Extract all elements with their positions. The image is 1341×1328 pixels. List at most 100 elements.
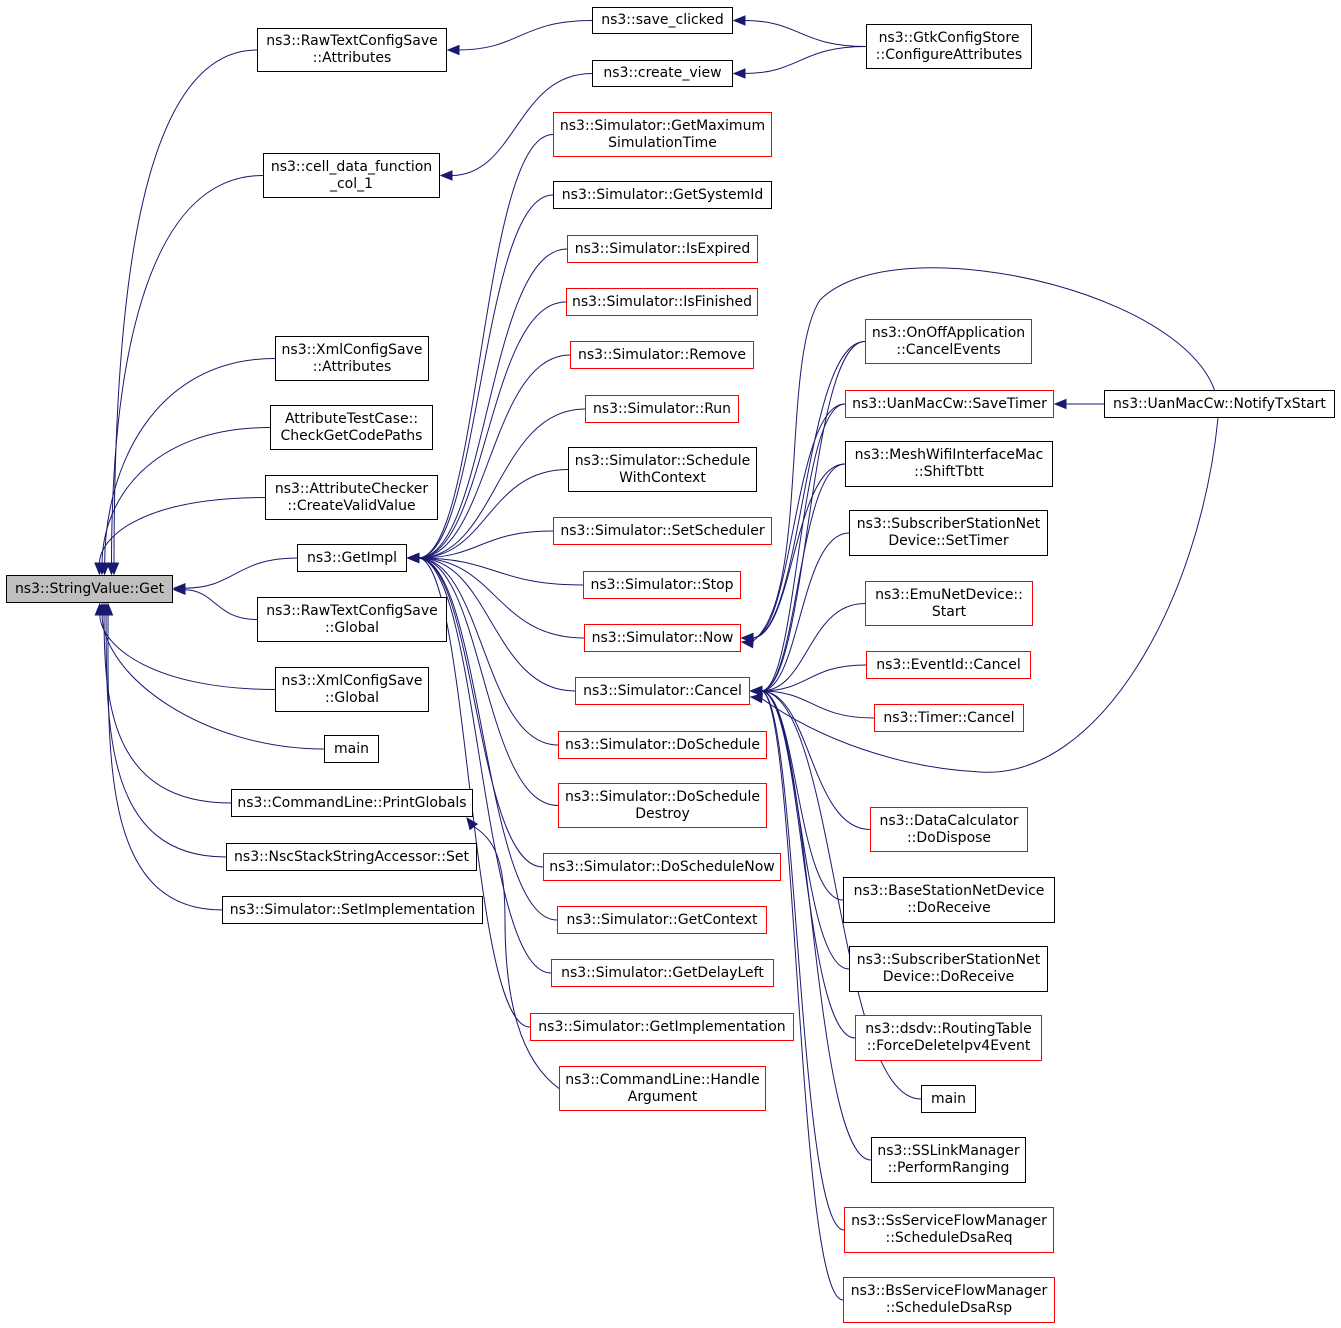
node-now[interactable]: ns3::Simulator::Now: [584, 624, 741, 652]
node-label-line: ns3::SSLinkManager: [877, 1143, 1020, 1159]
node-setimpl[interactable]: ns3::Simulator::SetImplementation: [222, 896, 483, 924]
node-create-view[interactable]: ns3::create_view: [592, 60, 733, 87]
edge-uannotify-to-cancel: [749, 417, 1219, 773]
node-dsdv[interactable]: ns3::dsdv::RoutingTable::ForceDeleteIpv4…: [855, 1015, 1042, 1061]
node-label-line: ns3::OnOffApplication: [871, 324, 1026, 341]
node-label-line: ns3::Timer::Cancel: [883, 709, 1015, 726]
node-label-line: ::ForceDeleteIpv4Event: [866, 1038, 1031, 1054]
node-stop[interactable]: ns3::Simulator::Stop: [583, 571, 741, 599]
node-attr-test[interactable]: AttributeTestCase::CheckGetCodePaths: [270, 405, 433, 450]
node-onoff[interactable]: ns3::OnOffApplication::CancelEvents: [865, 319, 1032, 364]
node-label-line: ns3::GtkConfigStore: [878, 29, 1020, 46]
node-label-line: ::CreateValidValue: [287, 497, 416, 514]
edge-uannotify-to-uansave: [1053, 398, 1105, 410]
node-label-line: ns3::Simulator::DoScheduleNow: [549, 858, 775, 875]
node-label-line: ns3::BsServiceFlowManager: [850, 1283, 1048, 1299]
node-xml-attr[interactable]: ns3::XmlConfigSave::Attributes: [275, 336, 429, 381]
node-main2[interactable]: main: [921, 1085, 976, 1113]
node-dosched[interactable]: ns3::Simulator::DoSchedule: [558, 731, 767, 759]
edge-uannotify-to-now: [740, 267, 1219, 649]
node-ssflow[interactable]: ns3::SsServiceFlowManager::ScheduleDsaRe…: [844, 1207, 1054, 1253]
edge-attr_test-to-root: [96, 427, 271, 576]
node-getctx[interactable]: ns3::Simulator::GetContext: [557, 906, 767, 934]
node-label-line: Device::SetTimer: [888, 533, 1009, 549]
node-label-line: ::ScheduleDsaRsp: [885, 1300, 1013, 1316]
node-uansave[interactable]: ns3::UanMacCw::SaveTimer: [845, 390, 1054, 418]
node-cell[interactable]: ns3::cell_data_function_col_1: [263, 153, 440, 198]
edge-xml_glob-to-root: [94, 602, 276, 690]
node-setsched[interactable]: ns3::Simulator::SetScheduler: [553, 517, 772, 545]
node-doschnow[interactable]: ns3::Simulator::DoScheduleNow: [543, 853, 781, 881]
node-cancel[interactable]: ns3::Simulator::Cancel: [575, 677, 750, 705]
node-save-clk[interactable]: ns3::save_clicked: [592, 7, 733, 34]
node-main1[interactable]: main: [324, 735, 379, 763]
node-label-line: ns3::XmlConfigSave: [281, 341, 423, 358]
node-label-line: CheckGetCodePaths: [280, 427, 423, 444]
node-label-line: AttributeTestCase::: [284, 410, 419, 427]
node-datacalc[interactable]: ns3::DataCalculator::DoDispose: [870, 807, 1028, 852]
node-bsflow[interactable]: ns3::BsServiceFlowManager::ScheduleDsaRs…: [843, 1277, 1055, 1323]
edge-rtcs_attr-to-root: [108, 49, 258, 576]
node-label-line: ::PerformRanging: [887, 1160, 1010, 1176]
node-label-line: ns3::UanMacCw::SaveTimer: [852, 395, 1047, 412]
node-remove[interactable]: ns3::Simulator::Remove: [570, 341, 754, 369]
node-bsrecv[interactable]: ns3::BaseStationNetDevice::DoReceive: [843, 877, 1055, 923]
node-getimpl[interactable]: ns3::GetImpl: [297, 544, 407, 572]
node-timercancel[interactable]: ns3::Timer::Cancel: [874, 704, 1024, 732]
node-label-line: ns3::Simulator::Now: [591, 629, 734, 646]
node-evcancel[interactable]: ns3::EventId::Cancel: [866, 651, 1031, 679]
edge-gtk-to-create_view: [732, 46, 867, 79]
edge-emu-to-cancel: [749, 603, 866, 697]
node-printglob[interactable]: ns3::CommandLine::PrintGlobals: [231, 789, 473, 817]
node-label-line: ns3::Simulator::Stop: [590, 576, 734, 593]
node-label-line: ns3::Simulator::IsFinished: [571, 293, 753, 310]
node-label-line: Argument: [627, 1088, 698, 1105]
node-label-line: SimulationTime: [608, 134, 717, 151]
node-label-line: ns3::AttributeChecker: [274, 480, 429, 497]
node-label-line: ns3::CommandLine::Handle: [565, 1071, 760, 1088]
node-isexp[interactable]: ns3::Simulator::IsExpired: [567, 235, 758, 263]
node-sslink[interactable]: ns3::SSLinkManager::PerformRanging: [871, 1137, 1026, 1183]
node-label-line: ::Global: [324, 689, 380, 706]
edge-setimpl-to-root: [102, 602, 223, 911]
node-label-line: Device::DoReceive: [882, 969, 1015, 985]
node-label-line: ns3::NscStackStringAccessor::Set: [234, 848, 469, 865]
node-nsc[interactable]: ns3::NscStackStringAccessor::Set: [226, 843, 477, 871]
node-label-line: ns3::save_clicked: [601, 12, 724, 28]
node-uannotify[interactable]: ns3::UanMacCw::NotifyTxStart: [1104, 390, 1335, 418]
edge-onoff-to-now: [740, 341, 866, 644]
node-getdelay[interactable]: ns3::Simulator::GetDelayLeft: [551, 959, 774, 987]
node-emu[interactable]: ns3::EmuNetDevice::Start: [865, 581, 1033, 626]
node-label-line: main: [931, 1090, 966, 1107]
node-label-line: ns3::DataCalculator: [879, 812, 1019, 829]
node-label-line: _col_1: [329, 175, 374, 192]
node-label-line: Start: [931, 603, 967, 620]
node-label-line: ::DoReceive: [907, 900, 991, 916]
node-mesh[interactable]: ns3::MeshWifiInterfaceMac::ShiftTbtt: [845, 441, 1053, 487]
node-label-line: ns3::Simulator::SetImplementation: [229, 901, 476, 918]
edge-doschdest-to-getimpl: [406, 552, 559, 806]
node-isfin[interactable]: ns3::Simulator::IsFinished: [566, 288, 758, 316]
node-attr-chk[interactable]: ns3::AttributeChecker::CreateValidValue: [265, 475, 438, 520]
node-getimpl2[interactable]: ns3::Simulator::GetImplementation: [530, 1013, 794, 1041]
node-gtk[interactable]: ns3::GtkConfigStore::ConfigureAttributes: [866, 24, 1032, 69]
node-label-line: ns3::MeshWifiInterfaceMac: [854, 447, 1044, 463]
node-rtcs-attr[interactable]: ns3::RawTextConfigSave::Attributes: [257, 28, 447, 72]
edge-create_view-to-cell: [439, 73, 593, 181]
node-rtcs-glob[interactable]: ns3::RawTextConfigSave::Global: [257, 597, 447, 642]
node-label-line: ns3::SubscriberStationNet: [856, 516, 1041, 532]
node-label-line: WithContext: [619, 469, 706, 486]
node-getsys[interactable]: ns3::Simulator::GetSystemId: [553, 181, 772, 209]
node-xml-glob[interactable]: ns3::XmlConfigSave::Global: [275, 667, 429, 712]
node-label-line: ns3::Simulator::SetScheduler: [560, 522, 765, 539]
node-label-line: ns3::RawTextConfigSave: [266, 33, 438, 49]
node-run[interactable]: ns3::Simulator::Run: [585, 395, 739, 423]
node-label-line: ns3::dsdv::RoutingTable: [865, 1021, 1032, 1037]
